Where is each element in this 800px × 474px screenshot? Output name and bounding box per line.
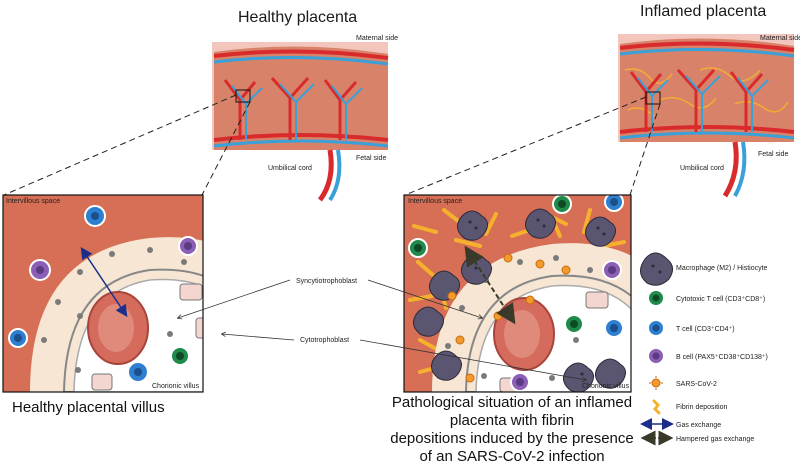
zoom-line-right-2 [629,103,661,196]
label-intervillous-space-inflamed: Intervillous space [408,198,462,205]
label-umbilical-cord-healthy: Umbilical cord [268,165,312,172]
legend-label-b-cell: B cell (PAX5⁺CD38⁺CD138⁺) [676,354,768,361]
b-cell-icon [647,347,665,365]
zoom-line-left-2 [201,101,251,196]
label-fetal-side-inflamed: Fetal side [758,151,788,158]
caption-inflamed-line-1: Pathological situation of an inflamed [392,394,632,411]
label-cytotrophoblast: Cytotrophoblast [300,337,349,344]
label-maternal-side-inflamed: Maternal side [760,35,800,42]
healthy-placenta-illustration [212,42,389,202]
caption-inflamed-line-4: of an SARS-CoV-2 infection [419,448,604,465]
legend-label-macrophage: Macrophage (M2) / Histiocyte [676,265,768,272]
healthy-villus-panel [3,195,203,392]
legend-label-fibrin: Fibrin deposition [676,404,727,411]
pointer-cyto-right [359,339,586,380]
caption-inflamed-line-2: placenta with fibrin [450,412,574,429]
title-inflamed-placenta: Inflamed placenta [640,3,766,20]
legend-label-t-cell: T cell (CD3⁺CD4⁺) [676,326,735,333]
label-fetal-side-healthy: Fetal side [356,155,386,162]
legend: Macrophage (M2) / Histiocyte Cytotoxic T… [640,252,768,446]
inflamed-villus-frame [403,194,632,393]
legend-label-sars-cov-2: SARS-CoV-2 [676,381,717,388]
label-chorionic-villus-inflamed: Chorionic villus [582,383,630,390]
healthy-villus-frame [2,194,204,393]
sars-cov-2-icon [649,376,663,390]
zoom-line-right-1 [404,96,647,196]
pointer-cyto-left [222,334,295,341]
macrophage-icon [640,252,673,286]
label-intervillous-space-healthy: Intervillous space [6,198,60,205]
label-chorionic-villus-healthy: Chorionic villus [152,383,200,390]
fibrin-icon [652,399,661,415]
caption-inflamed: Pathological situation of an inflamed pl… [390,394,634,465]
label-syncytiotrophoblast: Syncytiotrophoblast [296,278,357,285]
caption-inflamed-line-3: depositions induced by the presence [390,430,634,447]
label-maternal-side-healthy: Maternal side [356,35,398,42]
pointer-syncytio-left [178,279,291,318]
label-umbilical-cord-inflamed: Umbilical cord [680,165,724,172]
caption-healthy-villus: Healthy placental villus [12,399,165,416]
inflamed-villus-panel [404,195,631,392]
legend-label-gas-exchange: Gas exchange [676,422,721,429]
inflamed-placenta-illustration [618,34,795,198]
legend-label-hampered-gas-exchange: Hampered gas exchange [676,436,754,443]
t-cell-icon [647,319,665,337]
title-healthy-placenta: Healthy placenta [238,9,357,26]
legend-label-cytotoxic: Cytotoxic T cell (CD3⁺CD8⁺) [676,296,765,303]
pointer-syncytio-right [367,279,482,318]
zoom-line-left-1 [3,94,237,196]
cytotoxic-t-cell-icon [647,289,665,307]
